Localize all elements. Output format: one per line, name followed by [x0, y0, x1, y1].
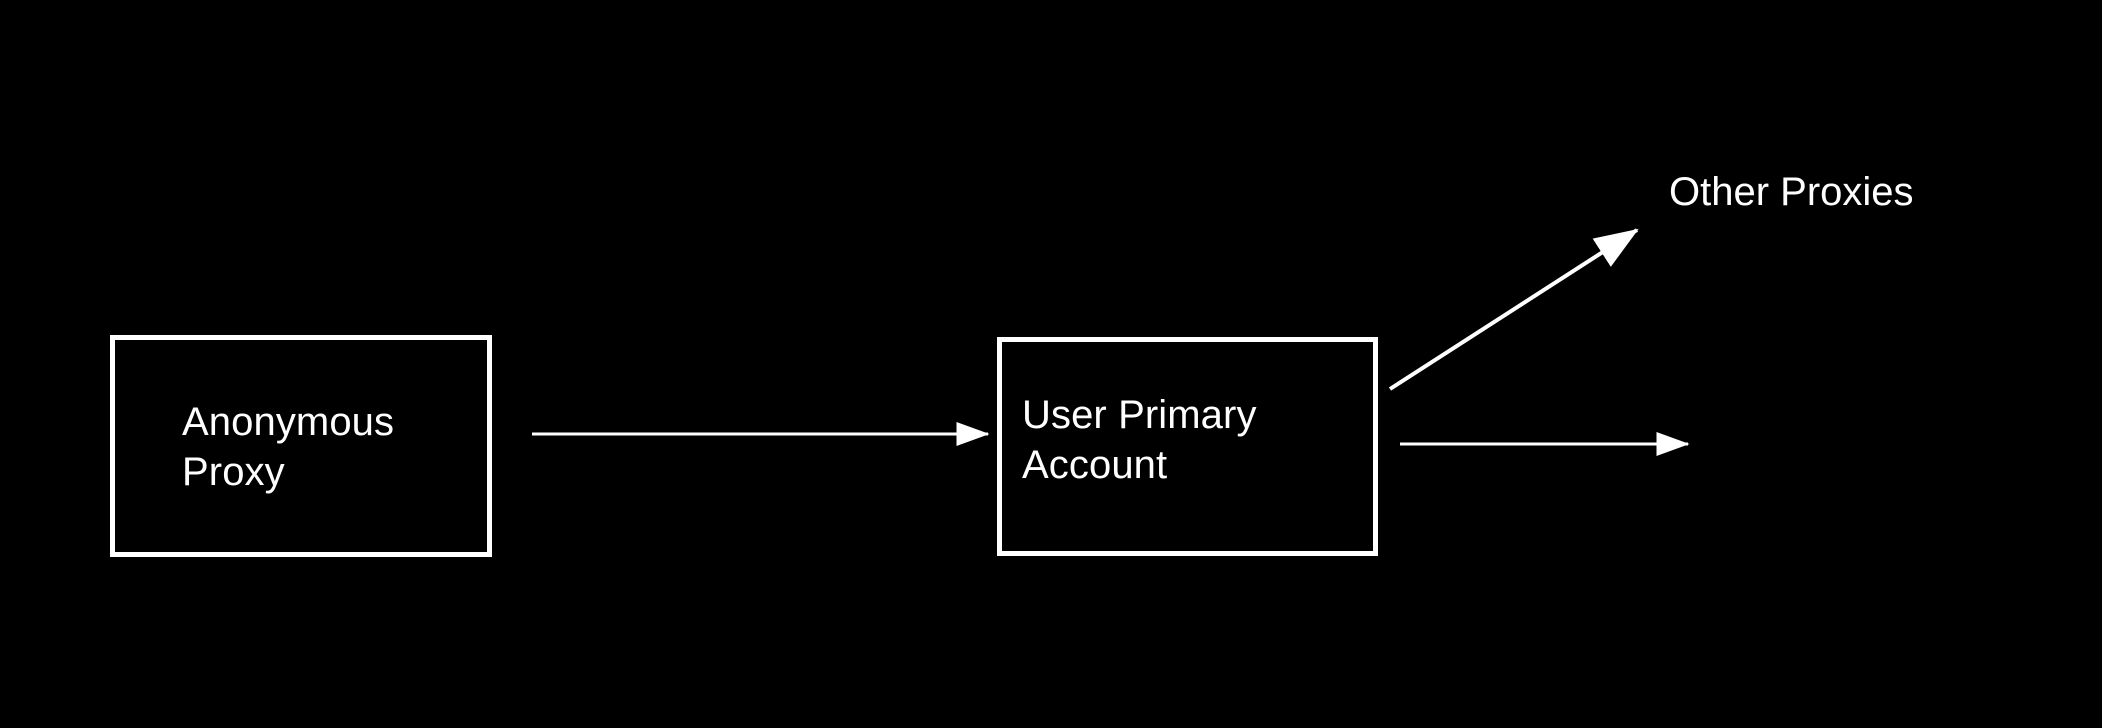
- node-user-primary-account[interactable]: User Primary Account: [997, 337, 1378, 556]
- node-anonymous-proxy-label: Anonymous Proxy: [182, 400, 395, 494]
- label-other-proxies: Other Proxies: [1669, 170, 1914, 214]
- node-anonymous-proxy[interactable]: Anonymous Proxy: [110, 335, 492, 557]
- node-user-primary-account-label: User Primary Account: [1022, 392, 1257, 487]
- edge-account-to-other-proxies: [1388, 228, 1639, 391]
